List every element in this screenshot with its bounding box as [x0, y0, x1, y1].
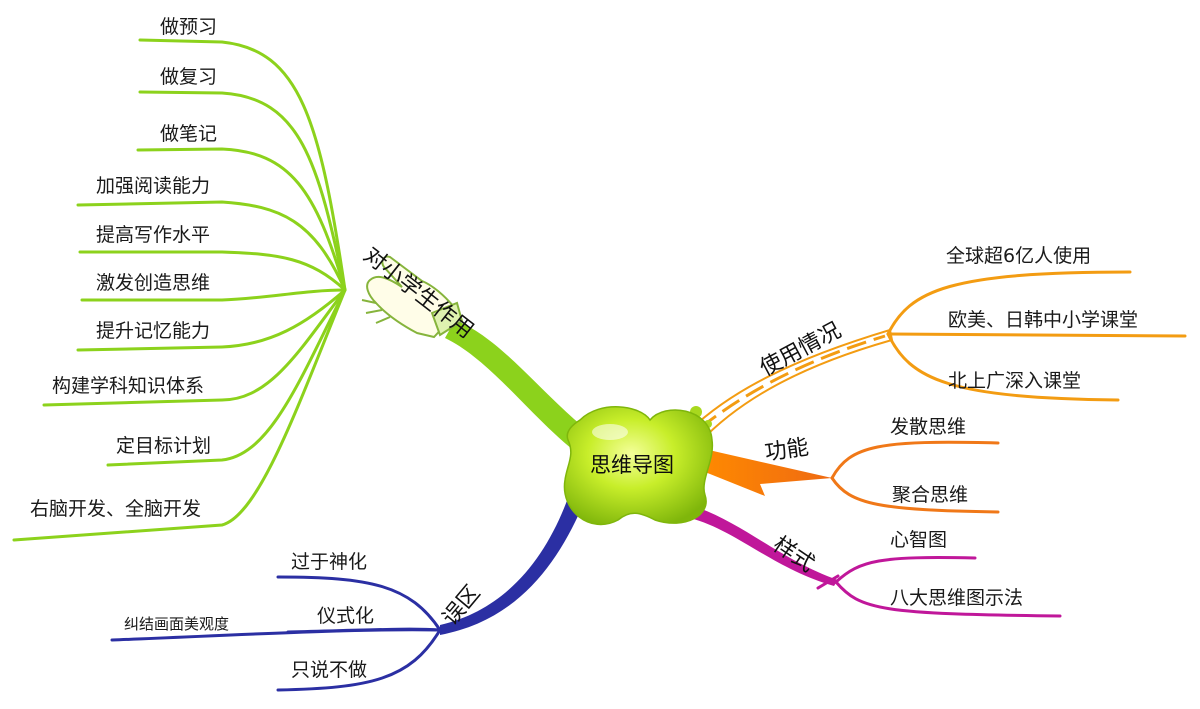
effects-item-7: 提升记忆能力 — [96, 322, 210, 341]
effects-item-5: 提高写作水平 — [96, 226, 210, 245]
misconceptions-item-2: 纠结画面美观度 — [124, 617, 229, 632]
effects-item-8: 构建学科知识体系 — [52, 377, 204, 396]
misconceptions-item-4: 只说不做 — [291, 661, 367, 680]
usage-item-2: 欧美、日韩中小学课堂 — [948, 311, 1138, 330]
misconceptions-leaf-lines — [112, 577, 440, 690]
style-item-1: 心智图 — [890, 531, 947, 550]
function-item-1: 发散思维 — [890, 418, 966, 437]
style-branch-trunk — [690, 505, 838, 586]
effects-item-6: 激发创造思维 — [96, 274, 210, 293]
effects-item-4: 加强阅读能力 — [96, 177, 210, 196]
misconceptions-item-1: 过于神化 — [291, 553, 367, 572]
usage-item-1: 全球超6亿人使用 — [946, 247, 1091, 266]
effects-item-1: 做预习 — [160, 18, 217, 37]
effects-item-2: 做复习 — [160, 68, 217, 87]
style-item-2: 八大思维图示法 — [890, 589, 1023, 608]
function-item-2: 聚合思维 — [892, 486, 968, 505]
effects-item-10: 右脑开发、全脑开发 — [30, 500, 201, 519]
misconceptions-item-3: 仪式化 — [317, 607, 374, 626]
usage-item-3: 北上广深入课堂 — [948, 372, 1081, 391]
function-branch-label: 功能 — [763, 437, 810, 465]
effects-item-3: 做笔记 — [160, 125, 217, 144]
effects-item-9: 定目标计划 — [116, 437, 211, 456]
center-label: 思维导图 — [590, 455, 674, 476]
center-highlight — [592, 424, 628, 440]
